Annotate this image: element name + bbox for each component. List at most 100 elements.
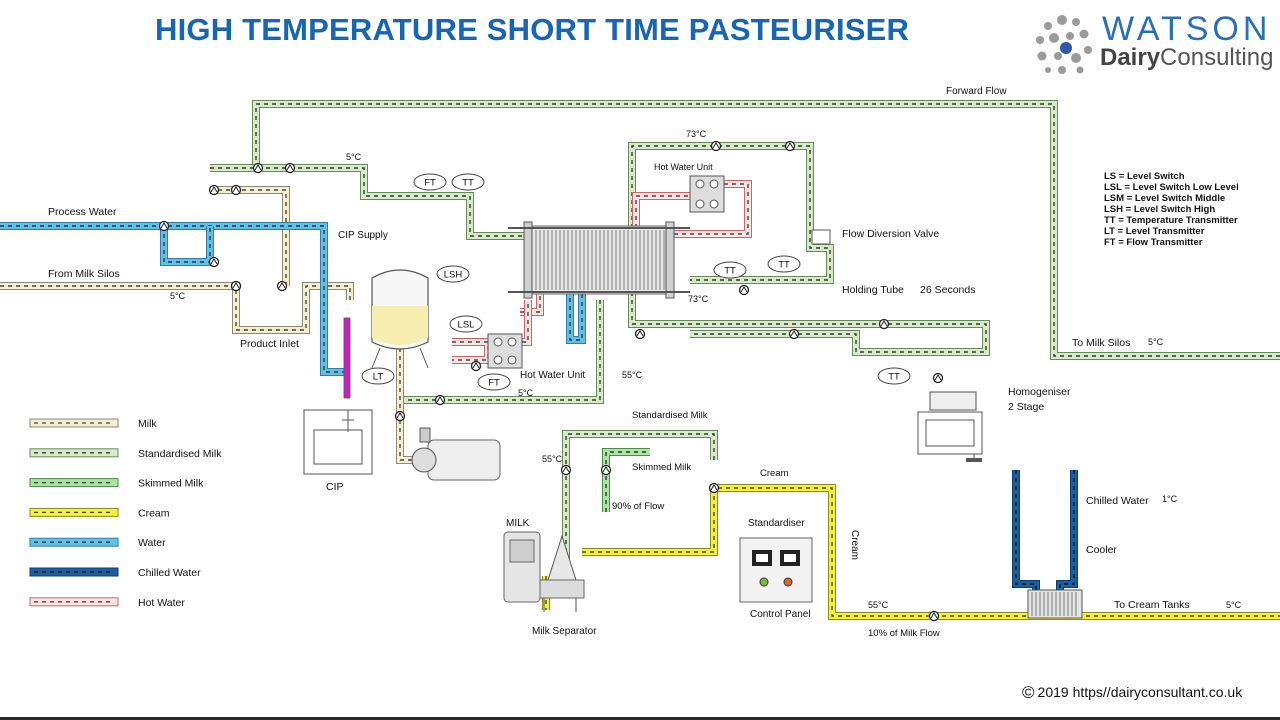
label-cream-top: Cream [760,468,789,479]
label-two-stage: 2 Stage [1008,401,1044,413]
legend-label: Milk [138,418,157,430]
label-ninety-flow: 90% of Flow [612,501,664,512]
instruments-layer: FT TT LSH LSL LT FT TT TT TT [158,140,944,622]
instrument-tt4-label: TT [888,372,900,383]
label-chilled-water: Chilled Water [1086,495,1149,507]
hot-water-unit-top-exchanger [689,175,725,213]
pipe-water-loop [160,226,214,266]
pipe-std-inlet [210,164,530,240]
pipe-chilled-out [1056,470,1078,600]
pipe-hot-water-top [632,180,752,238]
copyright: ©2019 https//dairyconsultant.co.uk [1022,683,1242,703]
valve-symbol [708,482,720,494]
copyright-symbol: © [1022,683,1035,702]
instrument-lt: LT [361,367,395,385]
label-standardised-milk: Standardised Milk [632,410,708,421]
label-to-milk-silos: To Milk Silos [1072,337,1130,349]
valve-symbol [928,610,940,622]
bottom-rule [0,717,1280,720]
pipe-hot-water-bottom [452,338,492,364]
label-control-panel: Control Panel [750,609,811,620]
valve-symbol [208,184,220,196]
valve-symbol [788,328,800,340]
label-temp-55c-a: 55°C [622,370,643,380]
legend-item: Hot Water [29,597,185,609]
valve-symbol [560,464,572,476]
label-holding-tube: Holding Tube [842,284,904,296]
hot-water-unit-bottom-exchanger [487,333,523,369]
instrument-lsh-label: LSH [444,270,463,281]
valve-symbol [600,464,612,476]
valve-symbol [932,372,944,384]
pipe-water-phe [566,290,586,344]
pipe-milk-bypass [210,186,290,286]
pipe-preheat-return [400,300,604,404]
feed-pump [411,427,501,481]
label-temp-5c-a: 5°C [346,152,362,162]
label-holding-seconds: 26 Seconds [920,284,975,296]
valve-symbol [784,140,796,152]
definition-ft: FT = Flow Transmitter [1104,237,1203,248]
flow-diversion-valve [811,229,831,245]
label-temp-55c-c: 55°C [868,600,889,610]
legend-label: Cream [138,507,170,519]
valve-symbol [208,256,220,268]
equipment-layer [303,175,1083,619]
label-ten-milk-flow: 10% of Milk Flow [868,628,940,639]
pipe-cream-main [582,484,1280,620]
instrument-lsl-label: LSL [458,320,475,331]
legend-item: Cream [29,507,170,519]
valve-symbol [284,162,296,174]
legend-item: Milk [29,418,157,430]
valve-symbol [710,140,722,152]
pipe-chilled-in [1012,470,1040,600]
company-logo: WATSON DairyConsulting [1032,10,1273,74]
level-probe [343,317,351,399]
label-temp-5c-c: 5°C [518,388,534,398]
instrument-ft1-label: FT [424,178,436,189]
valve-symbol [434,394,446,406]
legend-item: Water [29,537,166,549]
valve-symbol [252,162,264,174]
plate-heat-exchanger [508,221,690,299]
label-process-water: Process Water [48,206,117,218]
label-from-milk-silos: From Milk Silos [48,268,120,280]
label-hot-water-unit-bottom: Hot Water Unit [520,370,585,381]
pipes-layer [0,100,1280,620]
cream-cooler [1027,589,1083,619]
instrument-ft1: FT [413,173,447,191]
valve-symbol [878,318,890,330]
control-panel [739,537,813,603]
legend-item: Skimmed Milk [29,478,204,490]
diagram-title: HIGH TEMPERATURE SHORT TIME PASTEURISER [155,12,910,47]
instrument-lsh: LSH [436,265,470,283]
instrument-tt3: TT [767,255,801,273]
pipe-std-to-separator [562,430,718,560]
definition-lsl: LSL = Level Switch Low Level [1104,182,1239,193]
instrument-lsl: LSL [449,315,483,333]
instrument-tt1-label: TT [462,178,474,189]
instrument-ft2-label: FT [488,378,500,389]
definition-tt: TT = Temperature Transmitter [1104,215,1238,226]
label-milk: MILK [506,518,530,529]
definition-ls: LS = Level Switch [1104,171,1185,182]
definition-lsm: LSM = Level Switch Middle [1104,193,1226,204]
instrument-tt2: TT [713,261,747,279]
balance-tank [371,269,429,369]
logo-dots-icon [1036,15,1092,74]
instrument-lt-label: LT [373,372,384,383]
legend-item: Standardised Milk [29,448,222,460]
definition-lsh: LSH = Level Switch High [1104,204,1216,215]
legend-label: Standardised Milk [138,448,222,460]
pipe-holding-loop [628,142,834,292]
valve-symbol [738,284,750,296]
valve-symbol [470,360,482,372]
logo-line-1: WATSON [1102,10,1272,48]
instrument-ft2: FT [477,373,511,391]
logo-line-2: DairyConsulting [1100,44,1273,72]
definition-lt: LT = Level Transmitter [1104,226,1205,237]
